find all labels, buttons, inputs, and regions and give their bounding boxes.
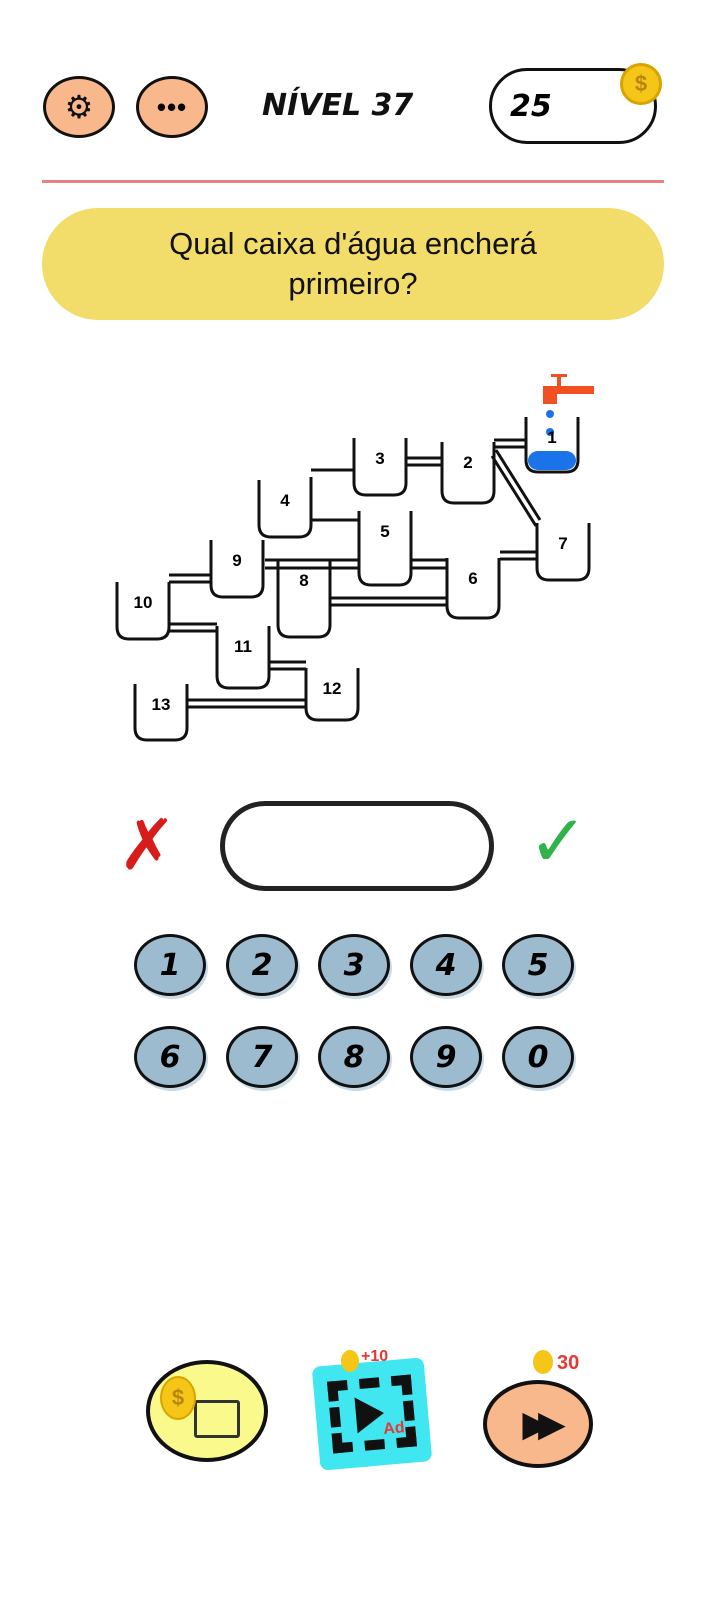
- key-7[interactable]: 7: [226, 1026, 298, 1088]
- tank-label: 12: [323, 679, 342, 698]
- key-8[interactable]: 8: [318, 1026, 390, 1088]
- tank: [276, 560, 332, 639]
- tank: [215, 626, 271, 690]
- tank: [445, 558, 501, 620]
- ad-label: Ad: [382, 1419, 406, 1439]
- play-icon: [354, 1395, 386, 1434]
- water-fill: [528, 451, 576, 470]
- answer-field[interactable]: [220, 801, 494, 891]
- key-1[interactable]: 1: [134, 934, 206, 996]
- tank-label: 4: [280, 491, 290, 510]
- tank: [535, 523, 591, 582]
- ad-reward: +10: [361, 1348, 389, 1365]
- water-drop-icon: [546, 410, 554, 418]
- more-button[interactable]: •••: [136, 76, 208, 138]
- tank: [115, 582, 171, 641]
- tank-label: 6: [468, 569, 477, 588]
- tank-label: 11: [234, 637, 252, 656]
- shopping-bag-icon: [194, 1400, 240, 1438]
- water-drop-icon: [546, 428, 554, 436]
- tank-label: 8: [299, 571, 308, 590]
- tank: [524, 417, 580, 474]
- tank-label: 9: [232, 551, 241, 570]
- tank-label: 10: [134, 593, 153, 612]
- level-title: NÍVEL 37: [262, 88, 414, 123]
- gear-icon: ⚙: [64, 89, 94, 125]
- key-4[interactable]: 4: [410, 934, 482, 996]
- tank: [133, 684, 189, 742]
- shop-button[interactable]: $: [146, 1360, 268, 1462]
- skip-level-button[interactable]: ▶▶: [483, 1380, 593, 1468]
- settings-button[interactable]: ⚙: [43, 76, 115, 138]
- clear-button[interactable]: ✗: [118, 806, 177, 884]
- tank-label: 13: [152, 695, 171, 714]
- faucet-icon: [543, 374, 594, 404]
- skip-cost: 30: [557, 1352, 580, 1374]
- tank: [257, 480, 313, 539]
- tank: [440, 442, 496, 505]
- tank-label: 1: [547, 428, 556, 447]
- tank: [352, 438, 408, 497]
- submit-button[interactable]: ✓: [528, 802, 589, 882]
- coin-icon: $: [160, 1376, 196, 1420]
- tank: [209, 540, 265, 599]
- key-5[interactable]: 5: [502, 934, 574, 996]
- tank-label: 3: [375, 449, 384, 468]
- tank-label: 2: [463, 453, 472, 472]
- tank-label: 5: [380, 522, 389, 541]
- tank: [304, 668, 360, 722]
- question-text: Qual caixa d'água encherá primeiro?: [169, 226, 537, 301]
- key-6[interactable]: 6: [134, 1026, 206, 1088]
- coin-icon: $: [620, 63, 662, 105]
- tank: [357, 511, 413, 587]
- question-banner: Qual caixa d'água encherá primeiro?: [42, 208, 664, 320]
- coin-counter: 25: [489, 68, 657, 144]
- divider: [42, 180, 664, 183]
- fast-forward-icon: ▶▶: [522, 1403, 566, 1444]
- watch-ad-button[interactable]: Ad: [311, 1357, 433, 1471]
- tank-label: 7: [558, 534, 567, 553]
- coin-icon: [533, 1350, 553, 1374]
- more-icon: •••: [156, 91, 188, 122]
- coin-count: 25: [510, 89, 552, 124]
- coin-icon: [341, 1350, 359, 1372]
- key-0[interactable]: 0: [502, 1026, 574, 1088]
- key-2[interactable]: 2: [226, 934, 298, 996]
- key-3[interactable]: 3: [318, 934, 390, 996]
- key-9[interactable]: 9: [410, 1026, 482, 1088]
